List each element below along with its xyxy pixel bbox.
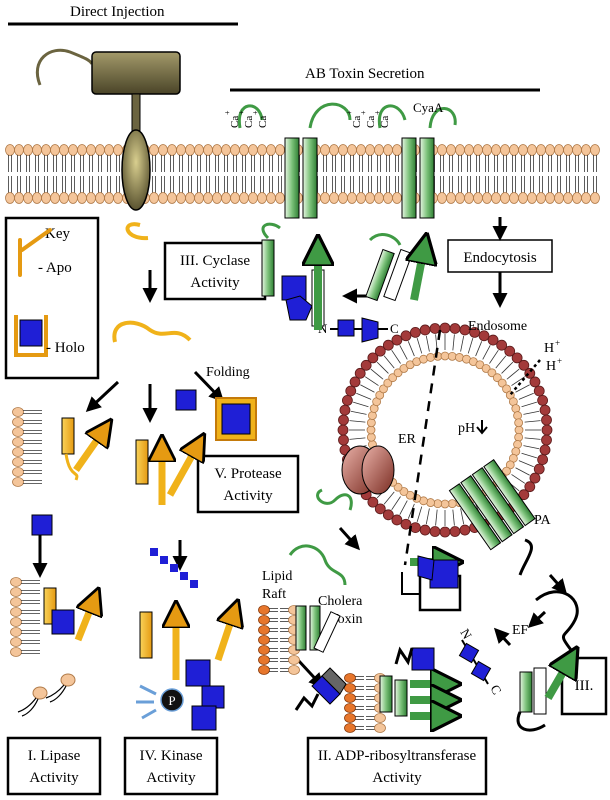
ef-strand xyxy=(535,590,579,656)
h-plus-1-sup: + xyxy=(555,338,560,348)
box-endocytosis: Endocytosis xyxy=(447,239,553,273)
ca-charge-3: + xyxy=(251,110,260,115)
h-plus-2: H xyxy=(546,359,556,374)
n-term-label-1: N xyxy=(318,321,328,336)
box-adp-line2: Activity xyxy=(372,770,422,786)
ca-label-4: Ca xyxy=(351,116,363,128)
box-lipase: I. Lipase Activity xyxy=(6,736,102,796)
h-plus-1: H xyxy=(544,341,554,356)
box-protease-line1: V. Protease xyxy=(214,466,282,482)
header-ab-toxin: AB Toxin Secretion xyxy=(305,66,425,82)
box-three-text: III. xyxy=(575,678,594,694)
c-term-label-2: C xyxy=(487,682,504,697)
ef-calmodulin-chain-1 xyxy=(330,317,388,343)
er-label: ER xyxy=(398,432,417,447)
er-translocon xyxy=(341,445,395,495)
ph-down-icon xyxy=(476,420,488,435)
cholera-label: Cholera xyxy=(318,594,363,609)
header-direct-injection: Direct Injection xyxy=(70,4,165,20)
ef-label: EF xyxy=(512,623,529,638)
key-apo: - Apo xyxy=(38,260,72,276)
phosphate-icon xyxy=(160,688,184,712)
box-cyclase-line1: III. Cyclase xyxy=(180,253,250,269)
box-protease-line2: Activity xyxy=(223,488,273,504)
box-lipase-line2: Activity xyxy=(29,770,79,786)
box-kinase-line1: IV. Kinase xyxy=(139,748,202,764)
box-endocytosis-text: Endocytosis xyxy=(463,250,536,266)
box-cyclase: III. Cyclase Activity xyxy=(163,241,267,301)
green-proteins xyxy=(261,222,570,730)
box-kinase-line2: Activity xyxy=(146,770,196,786)
pa-label: PA xyxy=(534,513,552,528)
box-protease: V. Protease Activity xyxy=(196,454,300,514)
translocation-path xyxy=(403,329,442,566)
phosphate-burst-icon xyxy=(136,684,157,720)
pa-pore xyxy=(448,458,536,576)
folding-label: Folding xyxy=(206,365,250,380)
ca-charge-6: + xyxy=(373,110,382,115)
legend-key: Key - Apo - Holo xyxy=(4,216,100,380)
ca-charge-1: + xyxy=(223,110,232,115)
ca-label-3: Ca xyxy=(257,116,269,128)
proton-arrow xyxy=(509,359,541,396)
ca-label-6: Ca xyxy=(379,116,391,128)
endosome-label: Endosome xyxy=(468,319,527,334)
box-kinase: IV. Kinase Activity xyxy=(123,736,219,796)
box-three: III. xyxy=(560,656,608,716)
calcium-labels: Ca + Ca + Ca + Ca + Ca + Ca + xyxy=(223,110,391,128)
ca-label-5: Ca xyxy=(365,116,377,128)
cyaa-channels xyxy=(237,102,457,219)
ca-charge-2: + xyxy=(237,110,246,115)
box-lipase-line1: I. Lipase xyxy=(28,748,81,764)
n-term-label-2: N xyxy=(457,626,475,642)
key-holo: - Holo xyxy=(46,340,85,356)
box-cyclase-line2: Activity xyxy=(190,275,240,291)
cyaa-label: CyaA xyxy=(413,100,444,115)
h-plus-2-sup: + xyxy=(557,356,562,366)
ca-charge-5: + xyxy=(359,110,368,115)
injection-pore xyxy=(121,129,151,211)
c-term-label-1: C xyxy=(390,321,399,336)
phosphate-label: P xyxy=(168,693,175,708)
ca-label-2: Ca xyxy=(243,116,255,128)
gold-proteins xyxy=(31,222,257,731)
ca-label-1: Ca xyxy=(229,116,241,128)
ef-calmodulin-chain-2 xyxy=(458,639,492,685)
injection-apparatus xyxy=(35,48,181,141)
free-lipids xyxy=(17,673,76,717)
lipase-membrane xyxy=(10,407,42,657)
lipid-raft-membrane xyxy=(258,605,386,733)
ph-label: pH xyxy=(458,421,475,436)
lipid-label: Lipid xyxy=(262,569,292,584)
raft-label: Raft xyxy=(262,587,286,602)
ca-charge-4: + xyxy=(345,110,354,115)
box-adp: II. ADP-ribosyltransferase Activity xyxy=(306,736,488,796)
box-adp-line1: II. ADP-ribosyltransferase xyxy=(318,748,477,764)
